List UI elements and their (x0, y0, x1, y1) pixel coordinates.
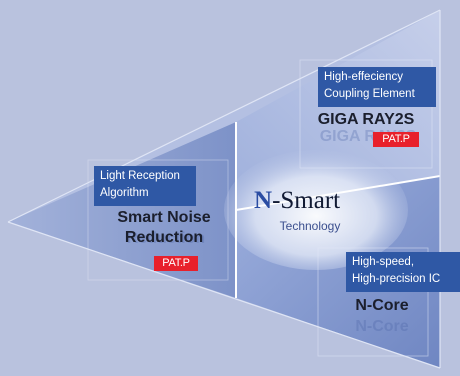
giga-ray-title: GIGA RAY2S (317, 111, 415, 128)
smart-noise-title: Smart Noise Reduction (92, 208, 236, 248)
coupling-element-label: High-effeciency Coupling Element (318, 67, 436, 107)
coupling-element-line1: High-effeciency (324, 71, 404, 83)
technology-subtitle: Technology (279, 219, 341, 233)
center-glow (224, 150, 408, 270)
light-reception-label: Light Reception Algorithm (94, 166, 196, 206)
giga-ray-patent-badge: PAT.P (373, 132, 419, 147)
divider-center-diagonal (235, 175, 441, 211)
divider-top (7, 9, 441, 223)
coupling-element-line2: Coupling Element (324, 88, 415, 100)
smart-noise-patent-badge: PAT.P (154, 256, 198, 271)
smart-noise-title-line2: Reduction (124, 229, 204, 246)
n-smart-logo: N-Smart (254, 186, 384, 216)
smart-noise-title-reflection: Reduction (126, 230, 206, 247)
n-core-title-reflection: N-Core (355, 318, 409, 335)
high-precision-ic-line2: High-precision IC (352, 273, 441, 285)
light-reception-line1: Light Reception (100, 170, 180, 182)
high-precision-ic-line1: High-speed, (352, 256, 415, 268)
divider-bottom (7, 221, 441, 369)
frame-top (299, 59, 433, 169)
frame-bottom (317, 247, 429, 357)
brand-initial: N (254, 187, 273, 214)
smart-noise-title-line1: Smart Noise (117, 209, 211, 226)
n-core-title: N-Core (355, 297, 409, 314)
frame-left (87, 159, 229, 281)
high-precision-ic-label: High-speed, High-precision IC (346, 252, 460, 292)
light-reception-line2: Algorithm (100, 187, 149, 199)
brand-rest: -Smart (272, 187, 341, 214)
